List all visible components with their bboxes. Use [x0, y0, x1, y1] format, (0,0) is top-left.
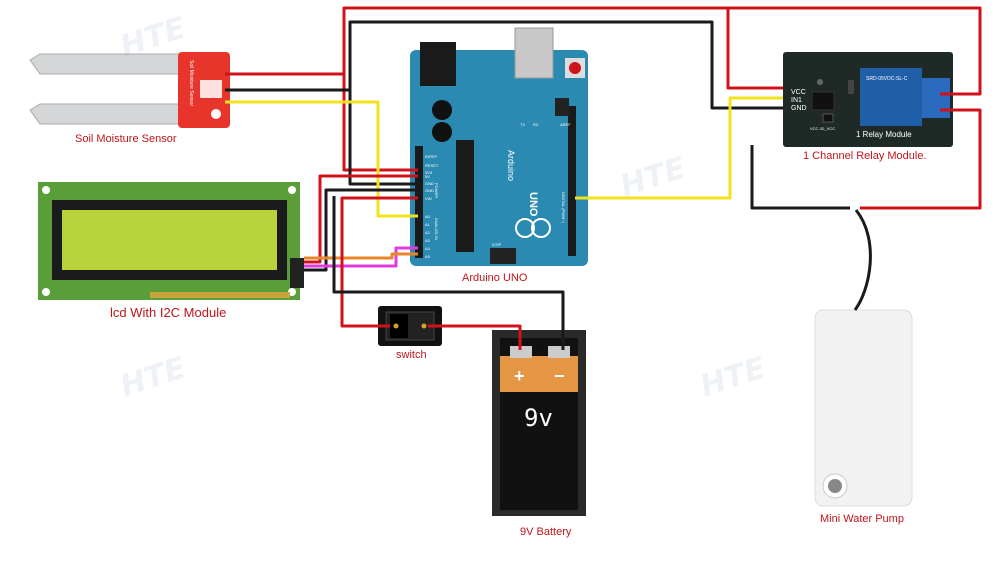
relay-pin-in1: IN1	[791, 97, 802, 104]
wire-black	[225, 88, 418, 186]
header-pin-label: 5V	[425, 174, 430, 179]
wire-black	[348, 20, 783, 110]
lcd-screen	[62, 210, 277, 270]
arduino-icsp-label: ICSP	[492, 242, 502, 247]
lcd-label: lcd With I2C Module	[110, 305, 227, 320]
arduino-label: Arduino UNO	[462, 272, 528, 284]
wire-pump-cable	[853, 209, 872, 311]
wire-yellow	[575, 96, 783, 200]
wire-black	[332, 196, 565, 350]
battery-minus: −	[554, 366, 565, 386]
rocker-switch	[378, 306, 442, 346]
relay-cube-text: SRD-05VDC-SL-C	[866, 76, 908, 82]
lcd-module	[38, 182, 304, 300]
arduino-brand: Arduino	[506, 150, 516, 181]
header-pin-label: GND	[425, 188, 434, 193]
arduino-aref-label: AREF	[560, 122, 571, 127]
wires	[225, 6, 982, 350]
soil-moisture-sensor: Soil Moisture Sensor	[29, 52, 230, 128]
pump-body	[814, 309, 913, 507]
relay-jumper-text: VCC JD_VCC	[810, 126, 835, 131]
wire-red	[304, 174, 418, 264]
relay-pin-vcc: VCC	[791, 89, 806, 96]
sensor-board-text: Soil Moisture Sensor	[188, 60, 194, 106]
wire-black	[304, 188, 418, 272]
arduino-uno: Arduino UNO POWER ANALOG IN DIGITAL (PWM…	[410, 27, 588, 266]
arduino-power-label: POWER	[434, 183, 439, 198]
usb-jack	[514, 27, 554, 79]
sensor-probe-bottom	[29, 103, 183, 125]
header-pin-label: VIN	[425, 196, 432, 201]
battery-voltage: 9v	[524, 404, 553, 432]
switch-label: switch	[396, 349, 427, 361]
relay-label: 1 Channel Relay Module.	[803, 150, 927, 162]
header-pin-label: A0	[425, 214, 431, 219]
wire-red	[860, 108, 982, 210]
wire-magenta	[304, 246, 418, 268]
battery-plus: +	[514, 366, 525, 386]
header-pin-label: A3	[425, 238, 431, 243]
wire-red	[428, 324, 522, 350]
header-pin-label: A2	[425, 230, 431, 235]
arduino-tx-label: TX	[520, 122, 525, 127]
header-pin-label: IOREF	[425, 154, 438, 159]
relay-pin-gnd: GND	[791, 105, 807, 112]
wire-black	[750, 145, 850, 210]
soil-sensor-label: Soil Moisture Sensor	[75, 133, 177, 145]
header-pin-label: A5	[425, 254, 431, 259]
wire-yellow	[225, 100, 418, 218]
arduino-header-labels: IOREF RESET 3V3 5V GND GND VIN A0 A1 A2 …	[425, 154, 439, 259]
wire-red	[342, 6, 982, 96]
arduino-digital-label: DIGITAL (PWM~)	[561, 192, 566, 224]
wire-red	[225, 72, 418, 172]
header-pin-label: A4	[425, 246, 431, 251]
power-jack	[420, 42, 456, 86]
header-pin-label: A1	[425, 222, 431, 227]
arduino-pcb	[410, 50, 588, 266]
relay-module: VCC IN1 GND 1 Relay Module SRD-05VDC-SL-…	[783, 52, 953, 147]
pump-label: Mini Water Pump	[820, 513, 904, 525]
header-pin-label: RESET	[425, 163, 439, 168]
battery-top	[500, 356, 578, 392]
wire-red	[726, 8, 783, 90]
relay-board-text: 1 Relay Module	[856, 130, 912, 139]
water-pump	[814, 309, 913, 507]
arduino-logo-text: UNO	[527, 192, 539, 217]
header-pin-label: GND	[425, 181, 434, 186]
atmega-chip	[456, 140, 474, 252]
header-pin-label: 3V3	[425, 170, 433, 175]
sensor-probe-top	[29, 53, 183, 75]
battery-9v: + − 9v	[492, 330, 586, 516]
wire-red	[340, 196, 418, 328]
arduino-rx-label: RX	[533, 122, 539, 127]
wire-orange	[304, 252, 418, 260]
arduino-analog-label: ANALOG IN	[434, 218, 439, 240]
relay-cube	[860, 68, 922, 126]
battery-label: 9V Battery	[520, 526, 572, 538]
